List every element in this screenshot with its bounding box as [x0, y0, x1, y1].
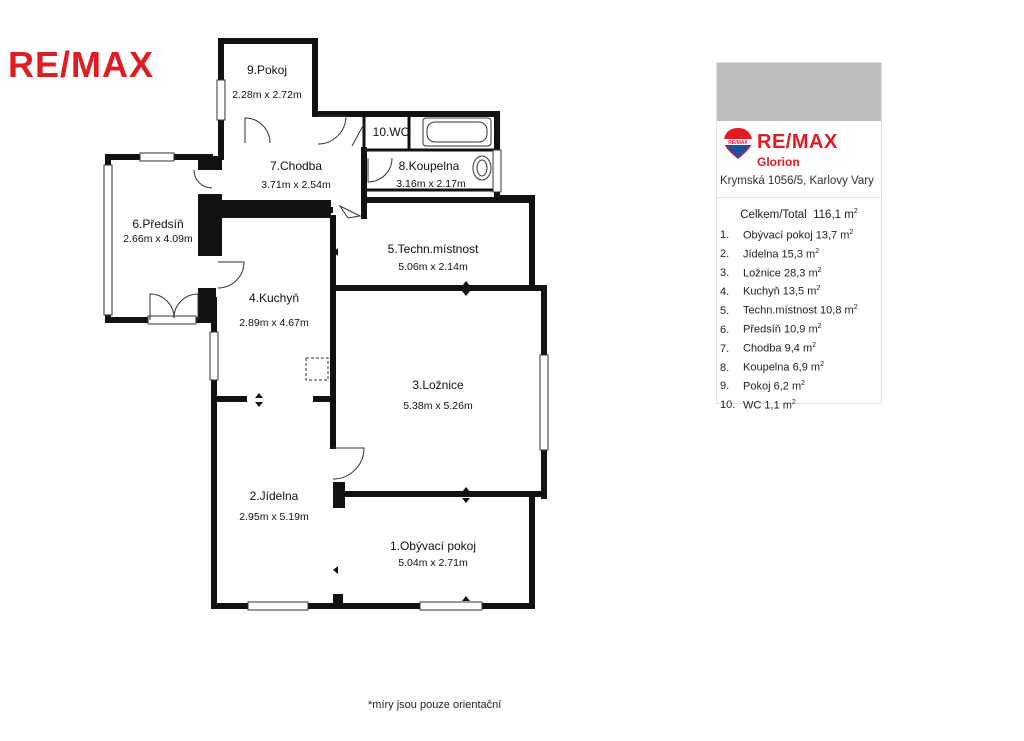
room-label-3: 3.Ložnice — [412, 378, 464, 392]
door-pokoj — [244, 117, 271, 144]
balloon-icon: RE/MAX — [724, 128, 752, 159]
room-dims-5: 5.06m x 2.14m — [398, 261, 468, 273]
total-area: Celkem/Total 116,1 m2 — [740, 208, 858, 221]
room-label-6: 6.Předsíň — [132, 217, 183, 231]
door-koupelna — [367, 157, 393, 183]
room-dims-6: 2.66m x 4.09m — [123, 233, 193, 245]
door-chodba-left — [193, 169, 213, 189]
room-label-5: 5.Techn.místnost — [388, 242, 479, 256]
room-dims-4: 2.89m x 4.67m — [239, 317, 309, 329]
info-card: RE/MAX RE/MAX Glorion Krymská 1056/5, Ka… — [716, 62, 882, 411]
door-wc — [351, 123, 365, 147]
room-label-10: 10.WC — [373, 125, 410, 139]
address: Krymská 1056/5, Karlovy Vary — [717, 171, 881, 198]
room-dims-1: 5.04m x 2.71m — [398, 557, 468, 569]
floor-plan: 9.Pokoj 2.28m x 2.72m 10.WC 7.Chodba 3.7… — [103, 38, 549, 611]
room-area-item: 3.Ložnice 28,3 m2 — [720, 266, 822, 280]
room-area-item: 2.Jídelna 15,3 m2 — [720, 247, 820, 261]
kitchen-element — [305, 357, 329, 381]
room-area-item: 5.Techn.místnost 10,8 m2 — [720, 304, 858, 317]
room-area-item: 1.Obývací pokoj 13,7 m2 — [720, 228, 854, 242]
room-label-2: 2.Jídelna — [250, 489, 299, 503]
door-kuchyn — [217, 261, 245, 289]
room-label-9: 9.Pokoj — [247, 63, 287, 77]
door-loznice — [332, 447, 365, 480]
card-header-bar — [717, 63, 881, 121]
room-dims-9: 2.28m x 2.72m — [232, 89, 302, 101]
room-label-1: 1.Obývací pokoj — [390, 539, 476, 553]
room-dims-2: 2.95m x 5.19m — [239, 511, 309, 523]
brand-office: Glorion — [757, 155, 800, 169]
svg-text:RE/MAX: RE/MAX — [728, 140, 748, 146]
sink — [472, 155, 492, 181]
door-chodba-top — [317, 115, 347, 145]
room-area-item: 6.Předsíň 10,9 m2 — [720, 323, 822, 336]
room-label-8: 8.Koupelna — [399, 159, 460, 173]
room-area-list: 1.Obývací pokoj 13,7 m2 2.Jídelna 15,3 m2… — [717, 225, 881, 414]
remax-logo: RE/MAX — [8, 44, 155, 85]
door-predsin — [149, 293, 199, 320]
door-tech — [338, 204, 362, 219]
disclaimer-note: *míry jsou pouze orientační — [368, 699, 502, 711]
room-dims-7: 3.71m x 2.54m — [261, 179, 331, 191]
room-area-item: 8.Koupelna 6,9 m2 — [720, 360, 824, 374]
brand-block: RE/MAX RE/MAX Glorion — [717, 121, 881, 171]
room-label-7: 7.Chodba — [270, 159, 322, 173]
room-label-4: 4.Kuchyň — [249, 291, 299, 305]
room-dims-3: 5.38m x 5.26m — [403, 400, 473, 412]
brand-name: RE/MAX — [757, 131, 838, 153]
room-area-item: 10.WC 1,1 m2 — [720, 398, 796, 412]
room-area-item: 9.Pokoj 6,2 m2 — [720, 379, 806, 393]
room-area-item: 4.Kuchyň 13,5 m2 — [720, 285, 821, 299]
room-dims-8: 3.16m x 2.17m — [396, 178, 466, 190]
bathtub — [422, 117, 492, 147]
room-area-item: 7.Chodba 9,4 m2 — [720, 341, 817, 355]
